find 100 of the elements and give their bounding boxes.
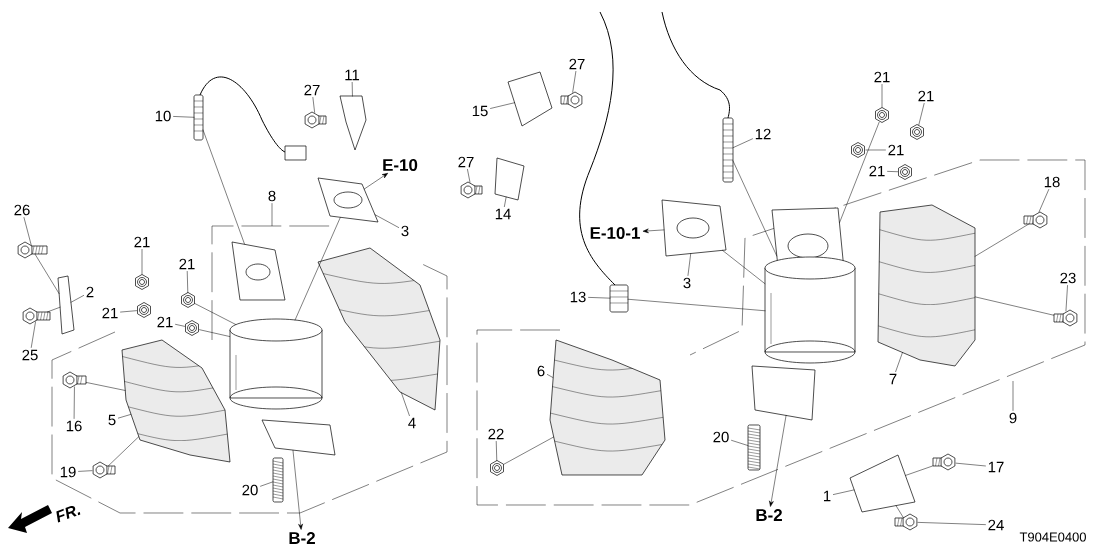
nut-drawing — [898, 164, 912, 180]
leader-line — [955, 462, 987, 467]
leader-line — [467, 168, 471, 183]
alignment-line — [974, 296, 1055, 316]
leader-line — [881, 83, 883, 108]
leader-line — [186, 270, 189, 294]
leader-line — [70, 295, 85, 303]
leader-line — [489, 102, 516, 109]
leader-line — [271, 202, 273, 227]
nut-drawing — [851, 142, 865, 158]
callout-number: 21 — [102, 307, 118, 319]
oxygen-sensor-drawing — [661, 11, 734, 183]
reference-arrow — [292, 449, 303, 530]
alignment-line — [202, 129, 245, 245]
leader-line — [30, 321, 36, 349]
alignment-line — [198, 329, 231, 337]
leader-line — [918, 102, 925, 126]
direction-label: FR. — [56, 505, 81, 523]
callout-number: 8 — [268, 190, 276, 202]
leader-line — [832, 489, 855, 495]
leader-line — [732, 138, 754, 148]
callout-number: 24 — [988, 519, 1004, 531]
gasket-drawing — [661, 199, 727, 257]
leader-line — [374, 214, 400, 228]
bolt-drawing — [62, 371, 87, 389]
leader-line — [23, 216, 32, 246]
callout-number: 21 — [874, 71, 890, 83]
callout-number: 3 — [401, 225, 409, 237]
callout-number: 9 — [1009, 412, 1017, 424]
leader-line — [587, 297, 611, 299]
callout-number: 4 — [408, 417, 416, 429]
alignment-line — [895, 505, 904, 518]
leader-line — [1012, 380, 1014, 412]
callout-number: 21 — [888, 144, 904, 156]
bolt-drawing — [22, 307, 51, 325]
callout-number: 25 — [22, 349, 38, 361]
nut-drawing — [490, 460, 504, 476]
alignment-line — [503, 436, 555, 465]
nut-drawing — [135, 274, 149, 290]
callout-number: 16 — [66, 420, 82, 432]
leader-line — [1065, 284, 1068, 312]
leader-line — [495, 440, 498, 462]
alignment-line — [107, 436, 140, 467]
bolt-drawing — [932, 453, 956, 471]
callout-number: 23 — [1060, 272, 1076, 284]
heat-shield-drawing — [317, 247, 441, 411]
bolt-drawing — [560, 91, 583, 109]
reference-arrow — [363, 173, 389, 190]
alignment-line — [839, 121, 880, 224]
alignment-line — [194, 303, 237, 325]
alignment-line — [85, 382, 126, 391]
leader-line — [174, 324, 186, 327]
callout-number: 1 — [824, 490, 831, 502]
alignment-line — [46, 306, 61, 313]
reference-label: E-10-1 — [590, 227, 640, 239]
callout-number: 18 — [1044, 176, 1060, 188]
bolt-drawing — [894, 513, 918, 531]
bracket-drawing — [494, 157, 525, 201]
heat-shield-drawing — [549, 339, 666, 476]
nut-drawing — [910, 124, 924, 140]
bolt-drawing — [92, 461, 116, 479]
callout-number: 2 — [86, 286, 94, 298]
bolt-drawing — [1023, 211, 1048, 229]
bolt-drawing — [1053, 309, 1078, 327]
alignment-line — [294, 216, 341, 321]
catalytic-converter-drawing — [751, 207, 856, 421]
callout-number: 20 — [242, 484, 258, 496]
callout-number: 21 — [134, 236, 150, 248]
callout-number: 27 — [304, 84, 320, 96]
callout-number: 14 — [495, 208, 511, 220]
leader-line — [886, 171, 899, 172]
alignment-line — [721, 249, 766, 285]
callout-number: 27 — [458, 156, 474, 168]
leader-line — [687, 252, 692, 277]
callout-number: 3 — [683, 277, 691, 289]
bracket-drawing — [57, 275, 75, 335]
bolt-drawing — [304, 111, 327, 129]
callout-number: 26 — [14, 204, 30, 216]
leader-line — [1038, 188, 1050, 213]
bolt-drawing — [460, 181, 483, 199]
alignment-line — [627, 298, 766, 312]
stud-drawing — [747, 424, 761, 471]
leader-line — [546, 374, 554, 378]
leader-line — [730, 439, 749, 446]
callout-number: 5 — [108, 414, 116, 426]
leader-line — [259, 481, 274, 487]
leader-line — [917, 522, 987, 525]
nut-drawing — [185, 320, 199, 336]
reference-label: E-10 — [383, 159, 418, 171]
alignment-line — [732, 160, 778, 257]
leader-line — [351, 81, 353, 97]
leader-line — [572, 70, 577, 93]
callout-number: 13 — [570, 291, 586, 303]
callout-number: 22 — [488, 428, 504, 440]
alignment-line — [974, 223, 1030, 257]
callout-number: 17 — [988, 461, 1004, 473]
bracket-drawing — [339, 95, 367, 151]
reference-arrow — [769, 414, 787, 507]
nut-drawing — [181, 292, 195, 308]
callout-number: 6 — [537, 365, 545, 377]
